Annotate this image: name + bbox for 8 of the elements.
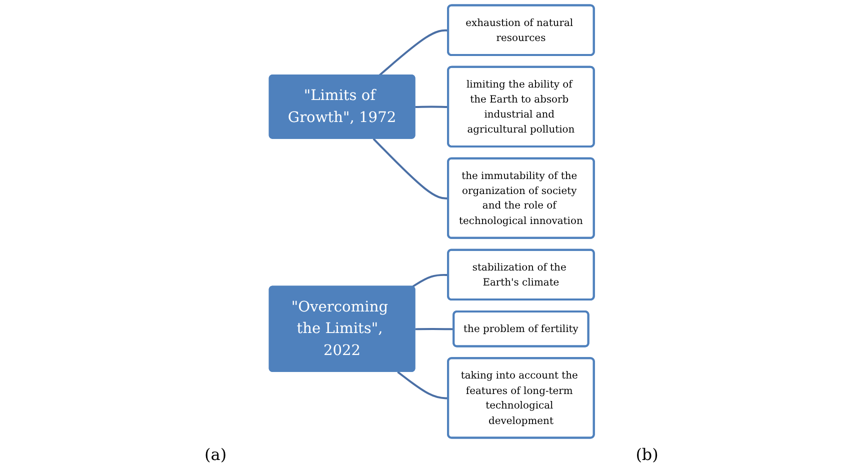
connector — [397, 371, 448, 400]
connector — [372, 138, 448, 200]
connector — [378, 29, 448, 76]
connector — [415, 328, 454, 330]
panel-label: (a) — [204, 445, 227, 464]
connector — [415, 106, 448, 108]
panel-label: (b) — [636, 445, 658, 464]
connector — [412, 274, 448, 288]
